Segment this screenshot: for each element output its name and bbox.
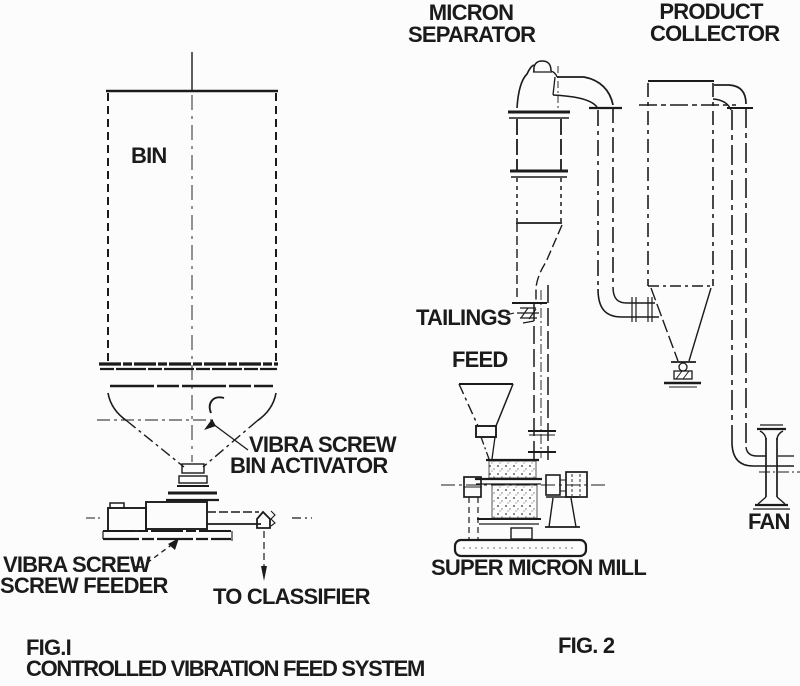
leader-arrowhead-icon bbox=[168, 538, 179, 550]
fig2-number: FIG. 2 bbox=[558, 633, 615, 658]
riser-pipe-drawing bbox=[528, 285, 556, 460]
fig1-caption: CONTROLLED VIBRATION FEED SYSTEM bbox=[26, 656, 425, 681]
label-micron-separator-line2: SEPARATOR bbox=[408, 22, 536, 47]
screw-feeder-drawing bbox=[86, 501, 312, 541]
label-feed: FEED bbox=[452, 347, 508, 372]
label-super-micron-mill: SUPER MICRON MILL bbox=[431, 555, 647, 580]
label-micron-separator: MICRON SEPARATOR bbox=[408, 0, 536, 47]
bin-drawing bbox=[97, 52, 278, 502]
fig1-drawing bbox=[86, 52, 312, 581]
label-product-collector-line2: COLLECTOR bbox=[650, 21, 780, 46]
label-tailings: TAILINGS bbox=[416, 305, 511, 330]
fig1-number: FIG.I bbox=[26, 635, 72, 660]
label-bin-activator-line1: VIBRA SCREW bbox=[249, 432, 397, 457]
leader-arrowhead-icon bbox=[204, 419, 216, 430]
label-fan: FAN bbox=[748, 509, 790, 534]
product-collector-drawing bbox=[639, 79, 753, 447]
screw-feeder-leader bbox=[133, 538, 179, 568]
fan-drawing bbox=[731, 424, 800, 510]
label-bin: BIN bbox=[131, 143, 167, 168]
super-micron-mill-drawing bbox=[441, 458, 607, 558]
label-product-collector: PRODUCT COLLECTOR bbox=[650, 0, 780, 46]
feed-funnel-drawing bbox=[458, 382, 514, 460]
discharge-valve-symbol bbox=[256, 510, 271, 529]
label-to-classifier: TO CLASSIFIER bbox=[213, 584, 370, 609]
label-bin-activator-line2: BIN ACTIVATOR bbox=[230, 453, 388, 478]
collector-valve-symbol bbox=[664, 361, 701, 388]
label-screw-feeder-line2: SCREW FEEDER bbox=[0, 573, 168, 598]
label-product-collector-line1: PRODUCT bbox=[659, 0, 763, 24]
fig2-drawing bbox=[441, 60, 800, 558]
to-classifier-arrow bbox=[261, 531, 267, 581]
label-screw-feeder-line1: VIBRA SCREW bbox=[3, 552, 151, 577]
down-arrowhead-icon bbox=[261, 566, 267, 581]
bin-activator-leader bbox=[204, 396, 249, 451]
micron-separator-drawing bbox=[505, 60, 659, 460]
label-micron-separator-line1: MICRON bbox=[428, 0, 514, 25]
